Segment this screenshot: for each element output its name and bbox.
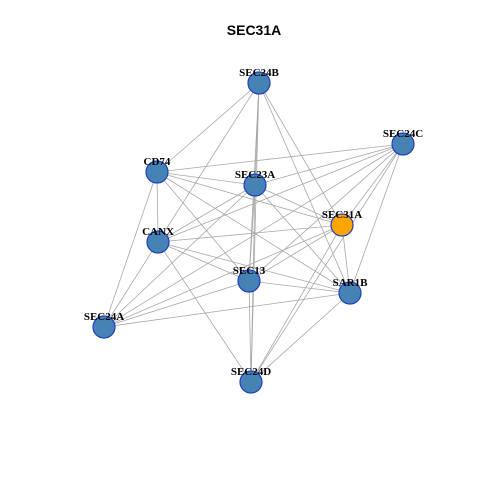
edge-sec31a-sec13 xyxy=(248,224,343,282)
node-label-sar1b: SAR1B xyxy=(333,277,369,289)
edge-sec23a-sec24a xyxy=(103,184,256,328)
edge-sec24c-sec24a xyxy=(103,143,404,328)
edge-sec24c-sec23a xyxy=(254,143,404,186)
edge-sec24c-sar1b xyxy=(349,143,404,294)
node-label-cd74: CD74 xyxy=(144,156,171,168)
node-label-sec24d: SEC24D xyxy=(231,366,271,378)
edge-sec31a-sec24d xyxy=(250,224,343,383)
edge-sec24b-canx xyxy=(157,82,260,243)
edge-cd74-sec13 xyxy=(156,171,250,282)
edge-sec23a-sec31a xyxy=(254,184,343,226)
edge-sec24c-cd74 xyxy=(156,143,404,173)
plot-title: SEC31A xyxy=(227,22,281,38)
edge-sec24c-canx xyxy=(157,143,404,243)
edge-sec23a-canx xyxy=(157,184,256,243)
node-label-sec24a: SEC24A xyxy=(84,311,124,323)
node-label-sec23a: SEC23A xyxy=(235,169,275,181)
edge-canx-sar1b xyxy=(157,241,351,294)
edge-sec13-sar1b xyxy=(248,280,351,294)
node-label-canx: CANX xyxy=(142,226,174,238)
edge-canx-sec24a xyxy=(103,241,159,328)
node-sec24b[interactable] xyxy=(247,71,271,95)
node-label-sec13: SEC13 xyxy=(233,265,266,277)
edges-layer xyxy=(103,82,404,383)
edge-sar1b-sec24a xyxy=(103,292,351,328)
edge-sec24c-sec13 xyxy=(248,143,404,282)
node-cd74[interactable] xyxy=(145,160,169,184)
edge-sec13-sec24d xyxy=(248,280,252,383)
edge-sec31a-sec24a xyxy=(103,224,343,328)
nodes-layer xyxy=(92,71,415,394)
edge-sec31a-canx xyxy=(157,224,343,243)
node-sec13[interactable] xyxy=(237,269,261,293)
edge-sec24b-sar1b xyxy=(258,82,351,294)
node-canx[interactable] xyxy=(146,230,170,254)
edge-canx-sec13 xyxy=(157,241,250,282)
node-label-sec24b: SEC24B xyxy=(239,67,279,79)
edge-sec24c-sec24d xyxy=(250,143,404,383)
node-sar1b[interactable] xyxy=(338,281,362,305)
node-sec24c[interactable] xyxy=(391,132,415,156)
edge-sec24c-sec31a xyxy=(341,143,404,226)
edge-sec24b-cd74 xyxy=(156,82,260,173)
edge-sec23a-sar1b xyxy=(254,184,351,294)
edge-cd74-sec31a xyxy=(156,171,343,226)
node-label-sec31a: SEC31A xyxy=(322,209,362,221)
node-label-sec24c: SEC24C xyxy=(383,128,423,140)
edge-cd74-canx xyxy=(156,171,159,243)
node-sec31a[interactable] xyxy=(330,213,354,237)
edge-sec24b-sec31a xyxy=(258,82,343,226)
node-sec24d[interactable] xyxy=(239,370,263,394)
edge-cd74-sar1b xyxy=(156,171,351,294)
edge-cd74-sec24a xyxy=(103,171,158,328)
node-sec24a[interactable] xyxy=(92,315,116,339)
edge-cd74-sec23a xyxy=(156,171,256,186)
edge-sec13-sec24a xyxy=(103,280,250,328)
edge-canx-sec24d xyxy=(157,241,252,383)
node-sec23a[interactable] xyxy=(243,173,267,197)
edge-sar1b-sec24d xyxy=(250,292,351,383)
